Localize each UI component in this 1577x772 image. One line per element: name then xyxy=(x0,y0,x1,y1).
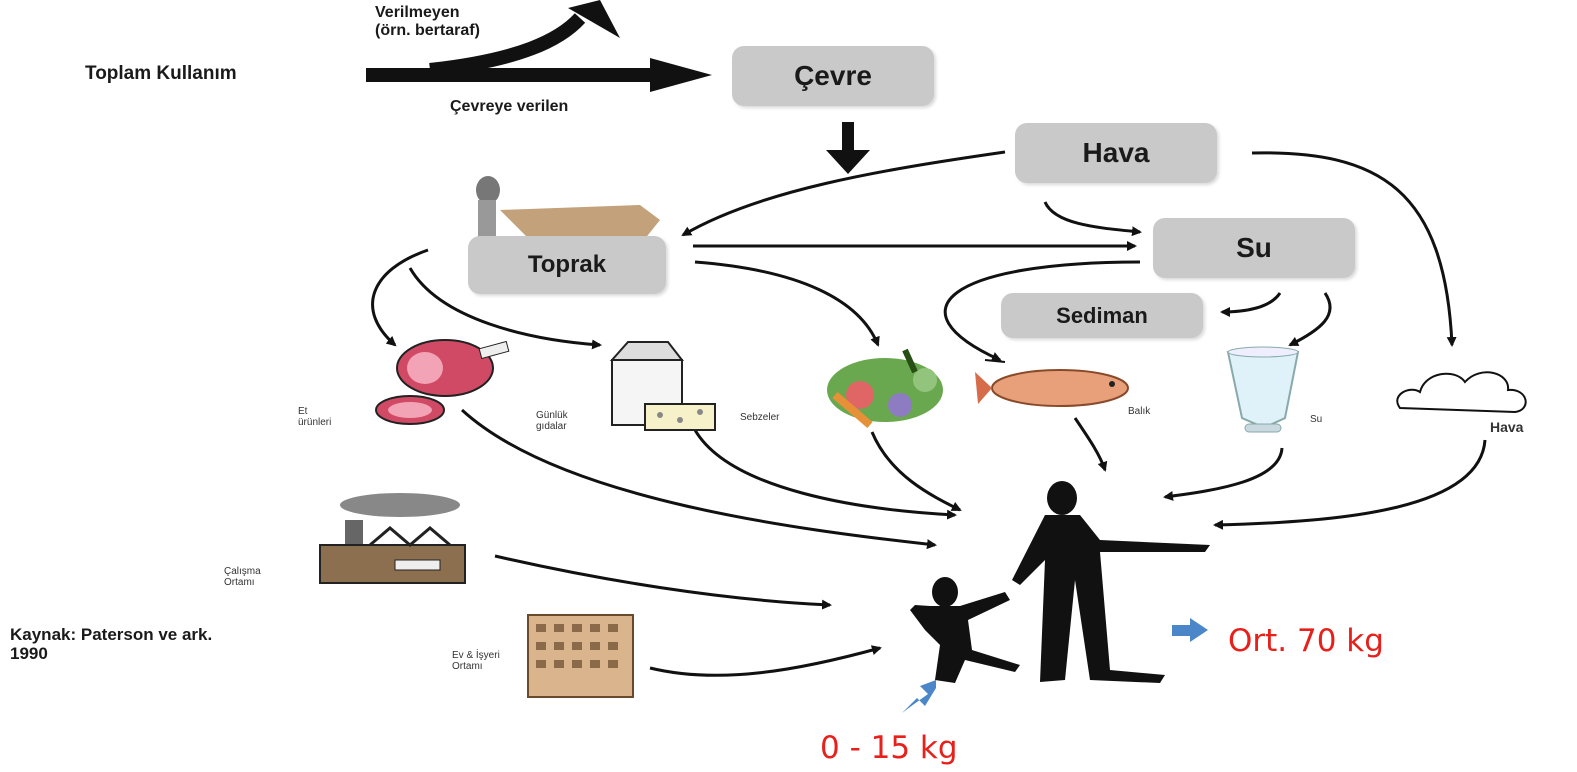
cloud-illustration xyxy=(1396,371,1527,414)
sediman-side-arrow xyxy=(984,359,1006,363)
toprak-to-gunluk-arrow xyxy=(408,267,602,350)
ev-label-line2: Ortamı xyxy=(452,661,483,672)
source-note-line2: 1990 xyxy=(10,644,48,663)
ev-to-person-arrow xyxy=(649,645,882,677)
balik-to-person-arrow xyxy=(1073,417,1108,472)
su-to-balik-arrow xyxy=(943,260,1141,362)
gunluk-to-person-arrow xyxy=(693,429,957,520)
su-box: Su xyxy=(1153,218,1355,278)
gunluk-label-line2: gıdalar xyxy=(536,421,567,432)
calisma-label-line2: Ortamı xyxy=(224,577,255,588)
cevre-box: Çevre xyxy=(732,46,934,106)
building-illustration xyxy=(527,614,634,698)
meat-illustration xyxy=(375,339,510,425)
su-item-label: Su xyxy=(1310,414,1323,425)
hava-to-air-arrow xyxy=(1251,151,1457,347)
child-weight-label: 0 - 15 kg xyxy=(820,730,958,766)
gunluk-label-line1: Günlük xyxy=(536,410,568,421)
adult-pointer-arrow xyxy=(1172,618,1208,642)
et-label: Et ürünleri xyxy=(298,406,331,428)
water-glass-illustration xyxy=(1226,346,1300,433)
unreleased-label-line2: (örn. bertaraf) xyxy=(375,22,480,39)
toprak-to-et-arrow xyxy=(371,248,429,347)
balik-label: Balık xyxy=(1128,406,1151,417)
su-to-sediman-arrow xyxy=(1220,292,1282,317)
unreleased-label-line1: Verilmeyen xyxy=(375,4,460,21)
source-note: Kaynak: Paterson ve ark. 1990 xyxy=(10,625,212,663)
su-to-person-arrow xyxy=(1163,447,1284,501)
sediman-box: Sediman xyxy=(1001,293,1203,338)
calisma-to-person-arrow xyxy=(494,554,832,610)
hava-to-su-arrow xyxy=(1043,201,1142,237)
unreleased-arrow xyxy=(429,0,620,77)
dairy-illustration xyxy=(609,341,716,431)
toprak-to-sebzeler-arrow xyxy=(694,260,880,347)
et-label-line1: Et xyxy=(298,406,308,417)
hava-to-toprak-arrow xyxy=(681,150,1006,237)
adult-weight-label: Ort. 70 kg xyxy=(1228,623,1384,659)
released-label: Çevreye verilen xyxy=(450,98,569,115)
sebzeler-label: Sebzeler xyxy=(740,412,780,423)
factory-illustration xyxy=(319,493,466,584)
source-note-line1: Kaynak: Paterson ve ark. xyxy=(10,625,213,644)
calisma-label: Çalışma Ortamı xyxy=(224,566,261,588)
et-to-person-arrow xyxy=(460,408,937,550)
air-to-person-arrow xyxy=(1213,439,1487,530)
calisma-label-line1: Çalışma xyxy=(224,566,261,577)
hava-box: Hava xyxy=(1015,123,1217,183)
child-pointer-arrow xyxy=(902,680,936,713)
et-label-line2: ürünleri xyxy=(298,417,332,428)
sebzeler-to-person-arrow xyxy=(870,431,962,512)
total-use-arrow xyxy=(366,58,712,92)
toprak-box: Toprak xyxy=(468,236,666,294)
su-to-glass-arrow xyxy=(1288,292,1332,347)
unreleased-label: Verilmeyen (örn. bertaraf) xyxy=(375,4,480,40)
cevre-down-arrow xyxy=(826,122,870,174)
ev-label: Ev & İşyeri Ortamı xyxy=(452,650,500,672)
adult-child-illustration xyxy=(910,481,1210,683)
total-use-label: Toplam Kullanım xyxy=(85,63,237,84)
ev-label-line1: Ev & İşyeri xyxy=(452,650,500,661)
fish-illustration xyxy=(975,369,1129,407)
hava-item-label: Hava xyxy=(1490,419,1524,435)
gunluk-label: Günlük gıdalar xyxy=(536,410,568,432)
vegetables-illustration xyxy=(827,348,943,429)
